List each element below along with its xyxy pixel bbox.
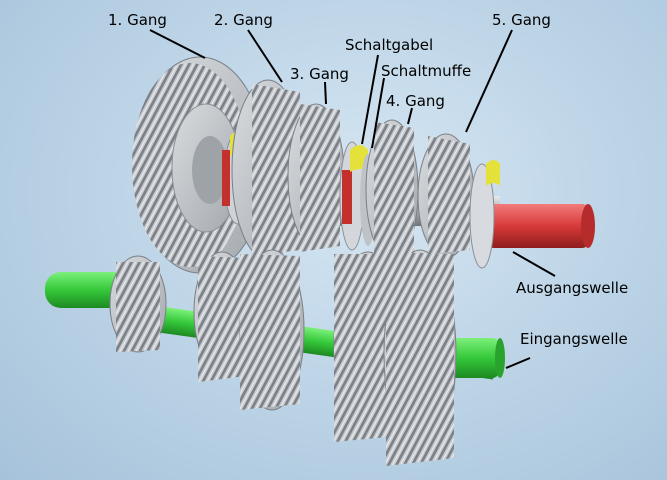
- leader-gear-3: [324, 81, 327, 105]
- leader-output-shaft: [512, 251, 556, 277]
- gear-5: [417, 133, 475, 259]
- label-output-shaft: Ausgangswelle: [516, 279, 629, 297]
- leader-lines: [149, 29, 556, 369]
- label-gear-1: 1. Gang: [108, 11, 167, 29]
- label-gear-2: 2. Gang: [214, 11, 273, 29]
- leader-gear-5: [465, 29, 513, 133]
- gear-3: [287, 103, 345, 252]
- label-gear-3: 3. Gang: [290, 65, 349, 83]
- gear-2: [231, 79, 305, 261]
- leader-gear-2: [247, 29, 283, 83]
- input-gear-3: [239, 249, 305, 411]
- leader-gear-4: [407, 107, 413, 125]
- leader-shift-sleeve: [371, 77, 385, 149]
- label-shift-sleeve: Schaltmuffe: [381, 62, 472, 80]
- label-input-shaft: Eingangswelle: [520, 330, 628, 348]
- input-gear-4: [333, 251, 403, 442]
- label-shift-fork: Schaltgabel: [345, 36, 434, 54]
- label-gear-4: 4. Gang: [386, 92, 445, 110]
- leader-shift-fork: [361, 54, 379, 145]
- synchro-hub-5: [469, 160, 500, 269]
- leader-input-shaft: [505, 357, 531, 369]
- leader-gear-1: [149, 29, 206, 59]
- input-gear-2: [193, 251, 251, 382]
- label-gear-5: 5. Gang: [492, 11, 551, 29]
- input-gear-1: [109, 255, 167, 353]
- input-gear-5: [383, 249, 457, 466]
